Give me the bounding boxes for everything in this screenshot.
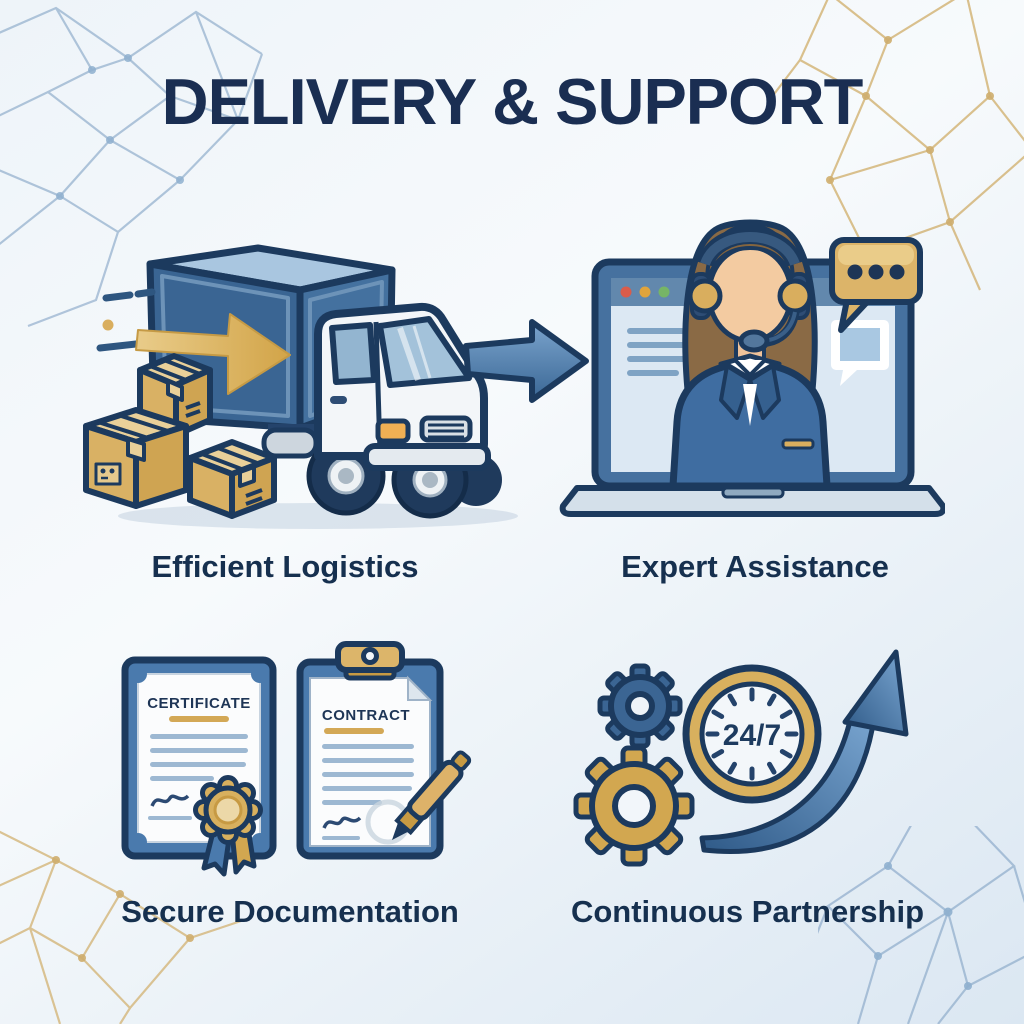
pocket-detail: [781, 438, 815, 450]
shipping-label-icon: [94, 462, 122, 486]
truck-shadow: [118, 503, 518, 529]
headset-icon: [687, 227, 813, 353]
label-expert-assistance: Expert Assistance: [621, 549, 889, 584]
label-continuous-partnership: Continuous Partnership: [570, 894, 925, 929]
availability-badge: 24/7: [723, 719, 781, 752]
label-efficient-logistics: Efficient Logistics: [151, 549, 419, 584]
headlight-icon: [375, 418, 411, 444]
parcel-boxes-icon: [83, 353, 277, 519]
growth-arrow-icon: [699, 649, 909, 854]
pen-icon: [392, 750, 472, 840]
network-mesh-bottom-right: [818, 826, 1024, 1024]
gear-large-icon: [573, 745, 695, 867]
clock-ticks: [705, 687, 799, 781]
truck-step-tank: [261, 427, 319, 459]
label-secure-documentation: Secure Documentation: [121, 894, 459, 929]
signature: [322, 816, 362, 829]
network-mesh-top-left: [0, 6, 264, 328]
window-maximize-dot: [658, 286, 670, 298]
ribbon-seal-icon: [193, 775, 263, 877]
speed-lines-icon: [96, 288, 156, 352]
contract-title: CONTRACT: [322, 707, 410, 724]
clock-24-7-icon: 24/7: [682, 664, 822, 804]
gear-small-icon: [597, 663, 683, 749]
window-minimize-dot: [639, 286, 651, 298]
delivery-truck-icon: [83, 244, 518, 529]
microphone-icon: [738, 329, 770, 353]
page-title: DELIVERY & SUPPORT: [161, 65, 864, 138]
speed-arrow-icon: [135, 313, 291, 395]
chat-bubble-icon: [829, 237, 923, 333]
certificate-icon: CERTIFICATE: [121, 656, 277, 877]
flow-arrow-icon: [463, 319, 589, 403]
bumper: [363, 443, 491, 471]
support-agent: [669, 219, 831, 490]
truck-cab-icon: [314, 302, 491, 471]
network-mesh-bottom-left: [0, 830, 251, 1024]
continuous-partnership-icon: 24/7: [573, 649, 909, 867]
certificate-title: CERTIFICATE: [147, 695, 251, 712]
chat-panel-icon: [831, 320, 889, 386]
laptop-base: [559, 485, 945, 517]
screen-text-lines: [627, 328, 699, 376]
signature: [150, 794, 190, 807]
window-close-dot: [620, 286, 632, 298]
support-agent-laptop-icon: [559, 219, 945, 517]
secure-documents-icon: CERTIFICATE: [121, 641, 472, 877]
contract-icon: CONTRACT: [296, 641, 444, 860]
